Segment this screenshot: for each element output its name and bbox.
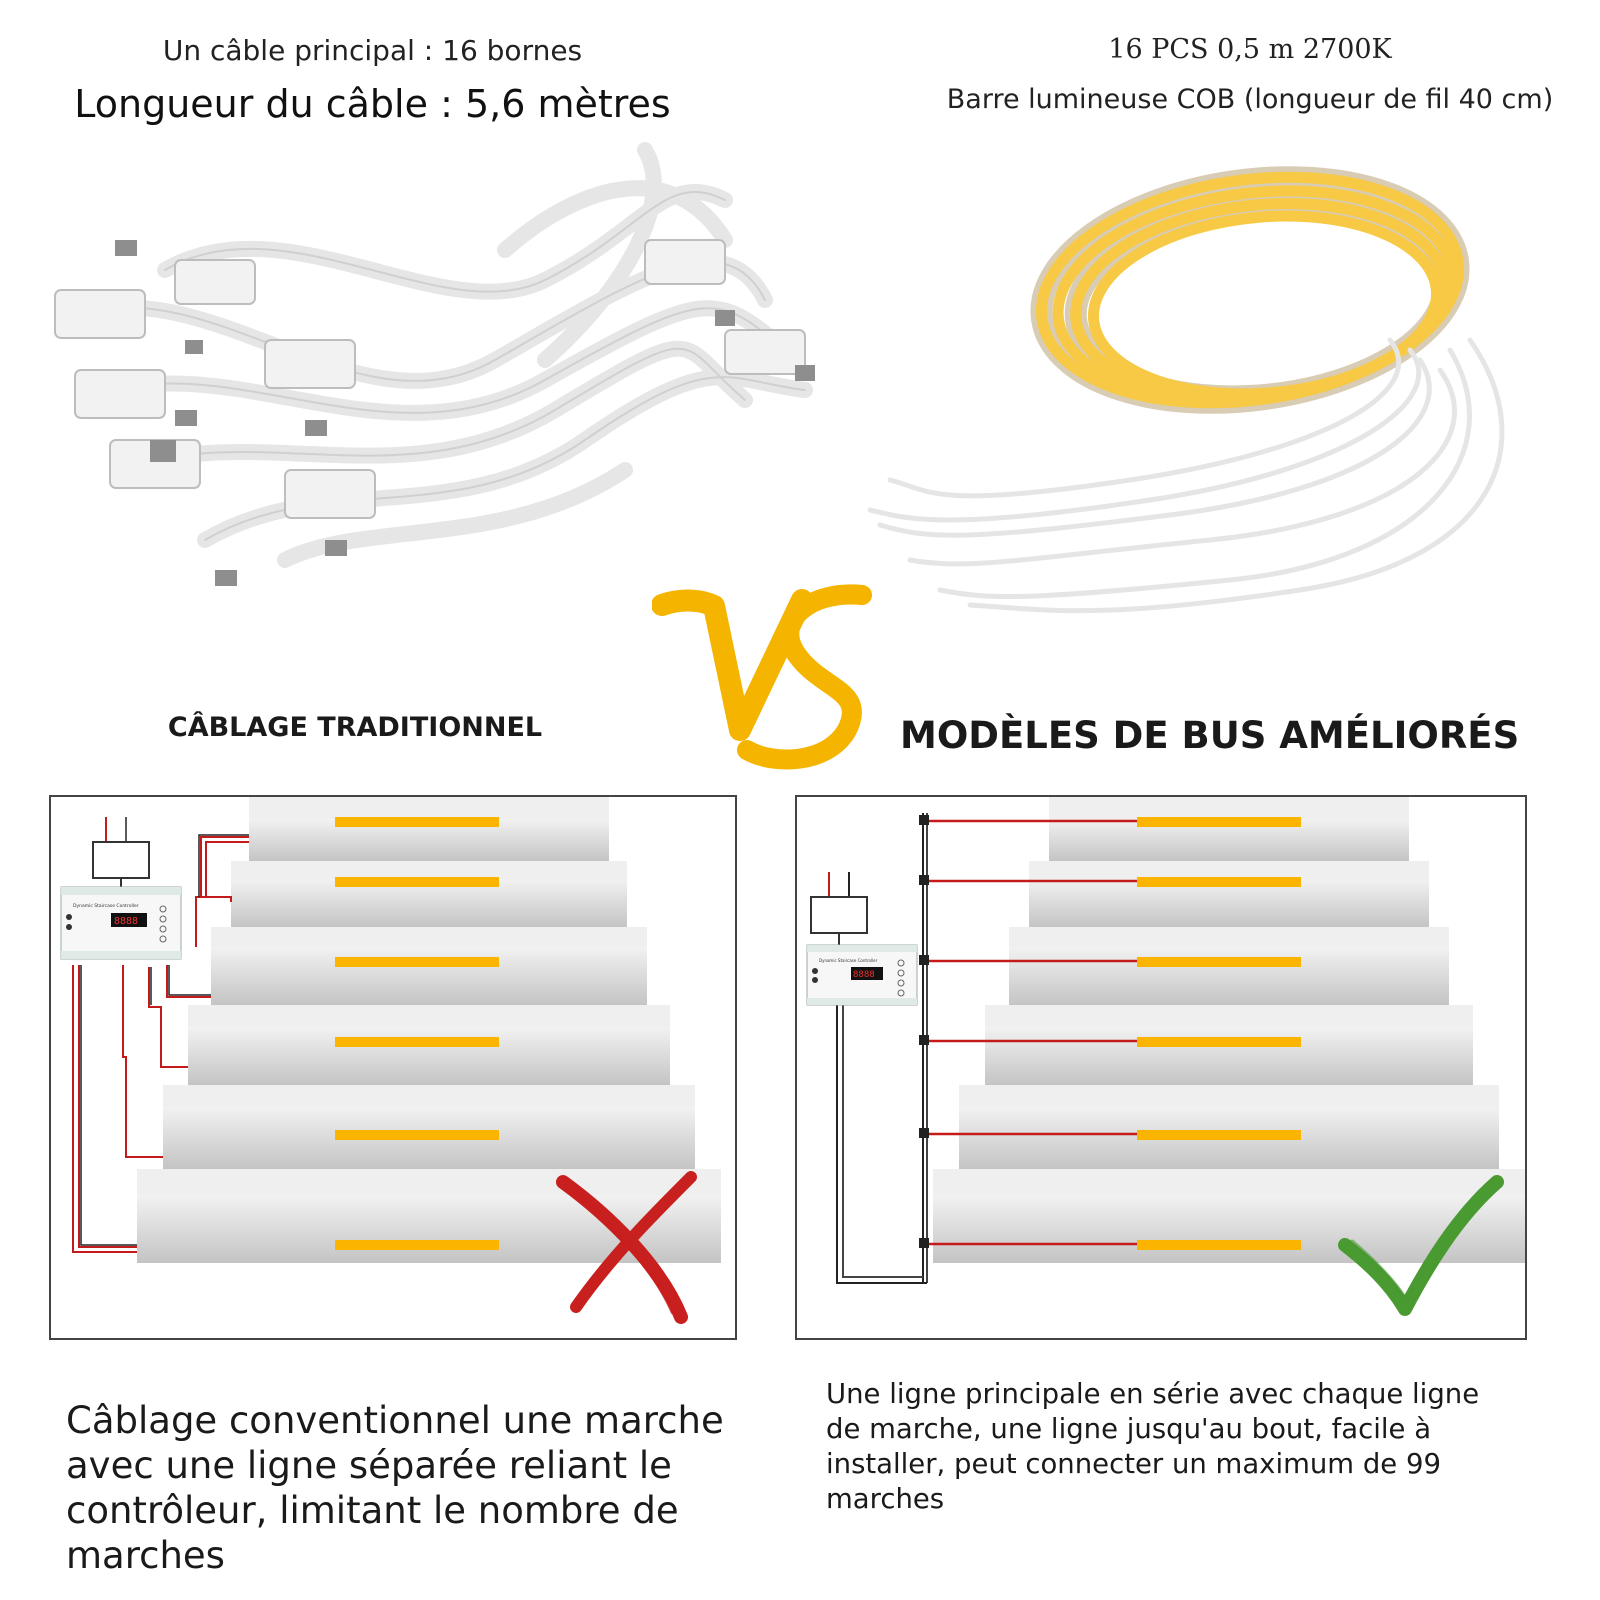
traditional-wiring-heading: CÂBLAGE TRADITIONNEL [167,712,543,743]
staircase-controller: Dynamic Staircase Controller 8888 [806,944,918,1006]
controller-name: Dynamic Staircase Controller [73,903,139,909]
led-strip [1137,817,1301,827]
separate-wires [72,817,249,1253]
wire [205,841,249,897]
stair-steps [137,797,721,1263]
cable-length-caption: Longueur du câble : 5,6 mètres [74,82,671,126]
wire [200,836,249,897]
bus-wiring-diagram: Dynamic Staircase Controller 8888 [795,795,1527,1340]
bus-stairs-svg: Dynamic Staircase Controller 8888 [806,797,1525,1316]
led-strip [1137,1240,1301,1250]
traditional-description: Câblage conventionnel une marche avec un… [66,1399,724,1577]
wire [195,896,232,947]
led-strips [1137,817,1301,1250]
led-strip [335,817,499,827]
bus-main-line [836,813,928,1284]
stair-steps [933,797,1525,1263]
main-cable-caption: Un câble principal : 16 bornes [162,34,583,67]
wire [78,965,137,1248]
led-strip [335,1130,499,1140]
bus-junctions [919,815,929,1248]
stair-step [985,1027,1473,1085]
led-strip [335,1037,499,1047]
led-strip [1137,1037,1301,1047]
traditional-wiring-diagram: Dynamic Staircase Controller 8888 [49,795,737,1340]
wire-black [80,817,249,1246]
wire [122,965,163,1158]
vs-graphic [652,584,872,770]
cable-harness-image [54,142,815,586]
power-supply-box [92,841,150,887]
cob-strip-coil-image [867,166,1505,614]
controller-display: 8888 [114,916,138,927]
led-strip [335,1240,499,1250]
strip-count-caption: 16 PCS 0,5 m 2700K [1108,34,1392,65]
bus-description: Une ligne principale en série avec chaqu… [826,1378,1480,1515]
led-strips [335,817,499,1250]
check-icon [1338,1175,1504,1316]
stair-step [211,947,647,1005]
controller-display: 8888 [853,970,875,980]
bus-models-heading: MODÈLES DE BUS AMÉLIORÉS [900,714,1520,757]
controller-name: Dynamic Staircase Controller [819,958,878,963]
staircase-controller: Dynamic Staircase Controller 8888 [60,886,182,960]
led-strip [1137,957,1301,967]
stair-step [188,1027,670,1085]
led-strip [1137,1130,1301,1140]
stair-step [933,1195,1525,1263]
wire [148,967,188,1068]
bus-branch-wires [923,819,1137,1246]
stair-step [1009,947,1449,1005]
wire [166,965,211,998]
led-strip [335,877,499,887]
strip-description-caption: Barre lumineuse COB (longueur de fil 40 … [946,84,1554,115]
cross-icon [556,1171,697,1324]
traditional-stairs-svg: Dynamic Staircase Controller 8888 [60,797,721,1324]
wire [72,965,137,1253]
power-supply-box [810,872,868,945]
led-strip [335,957,499,967]
led-strip [1137,877,1301,887]
